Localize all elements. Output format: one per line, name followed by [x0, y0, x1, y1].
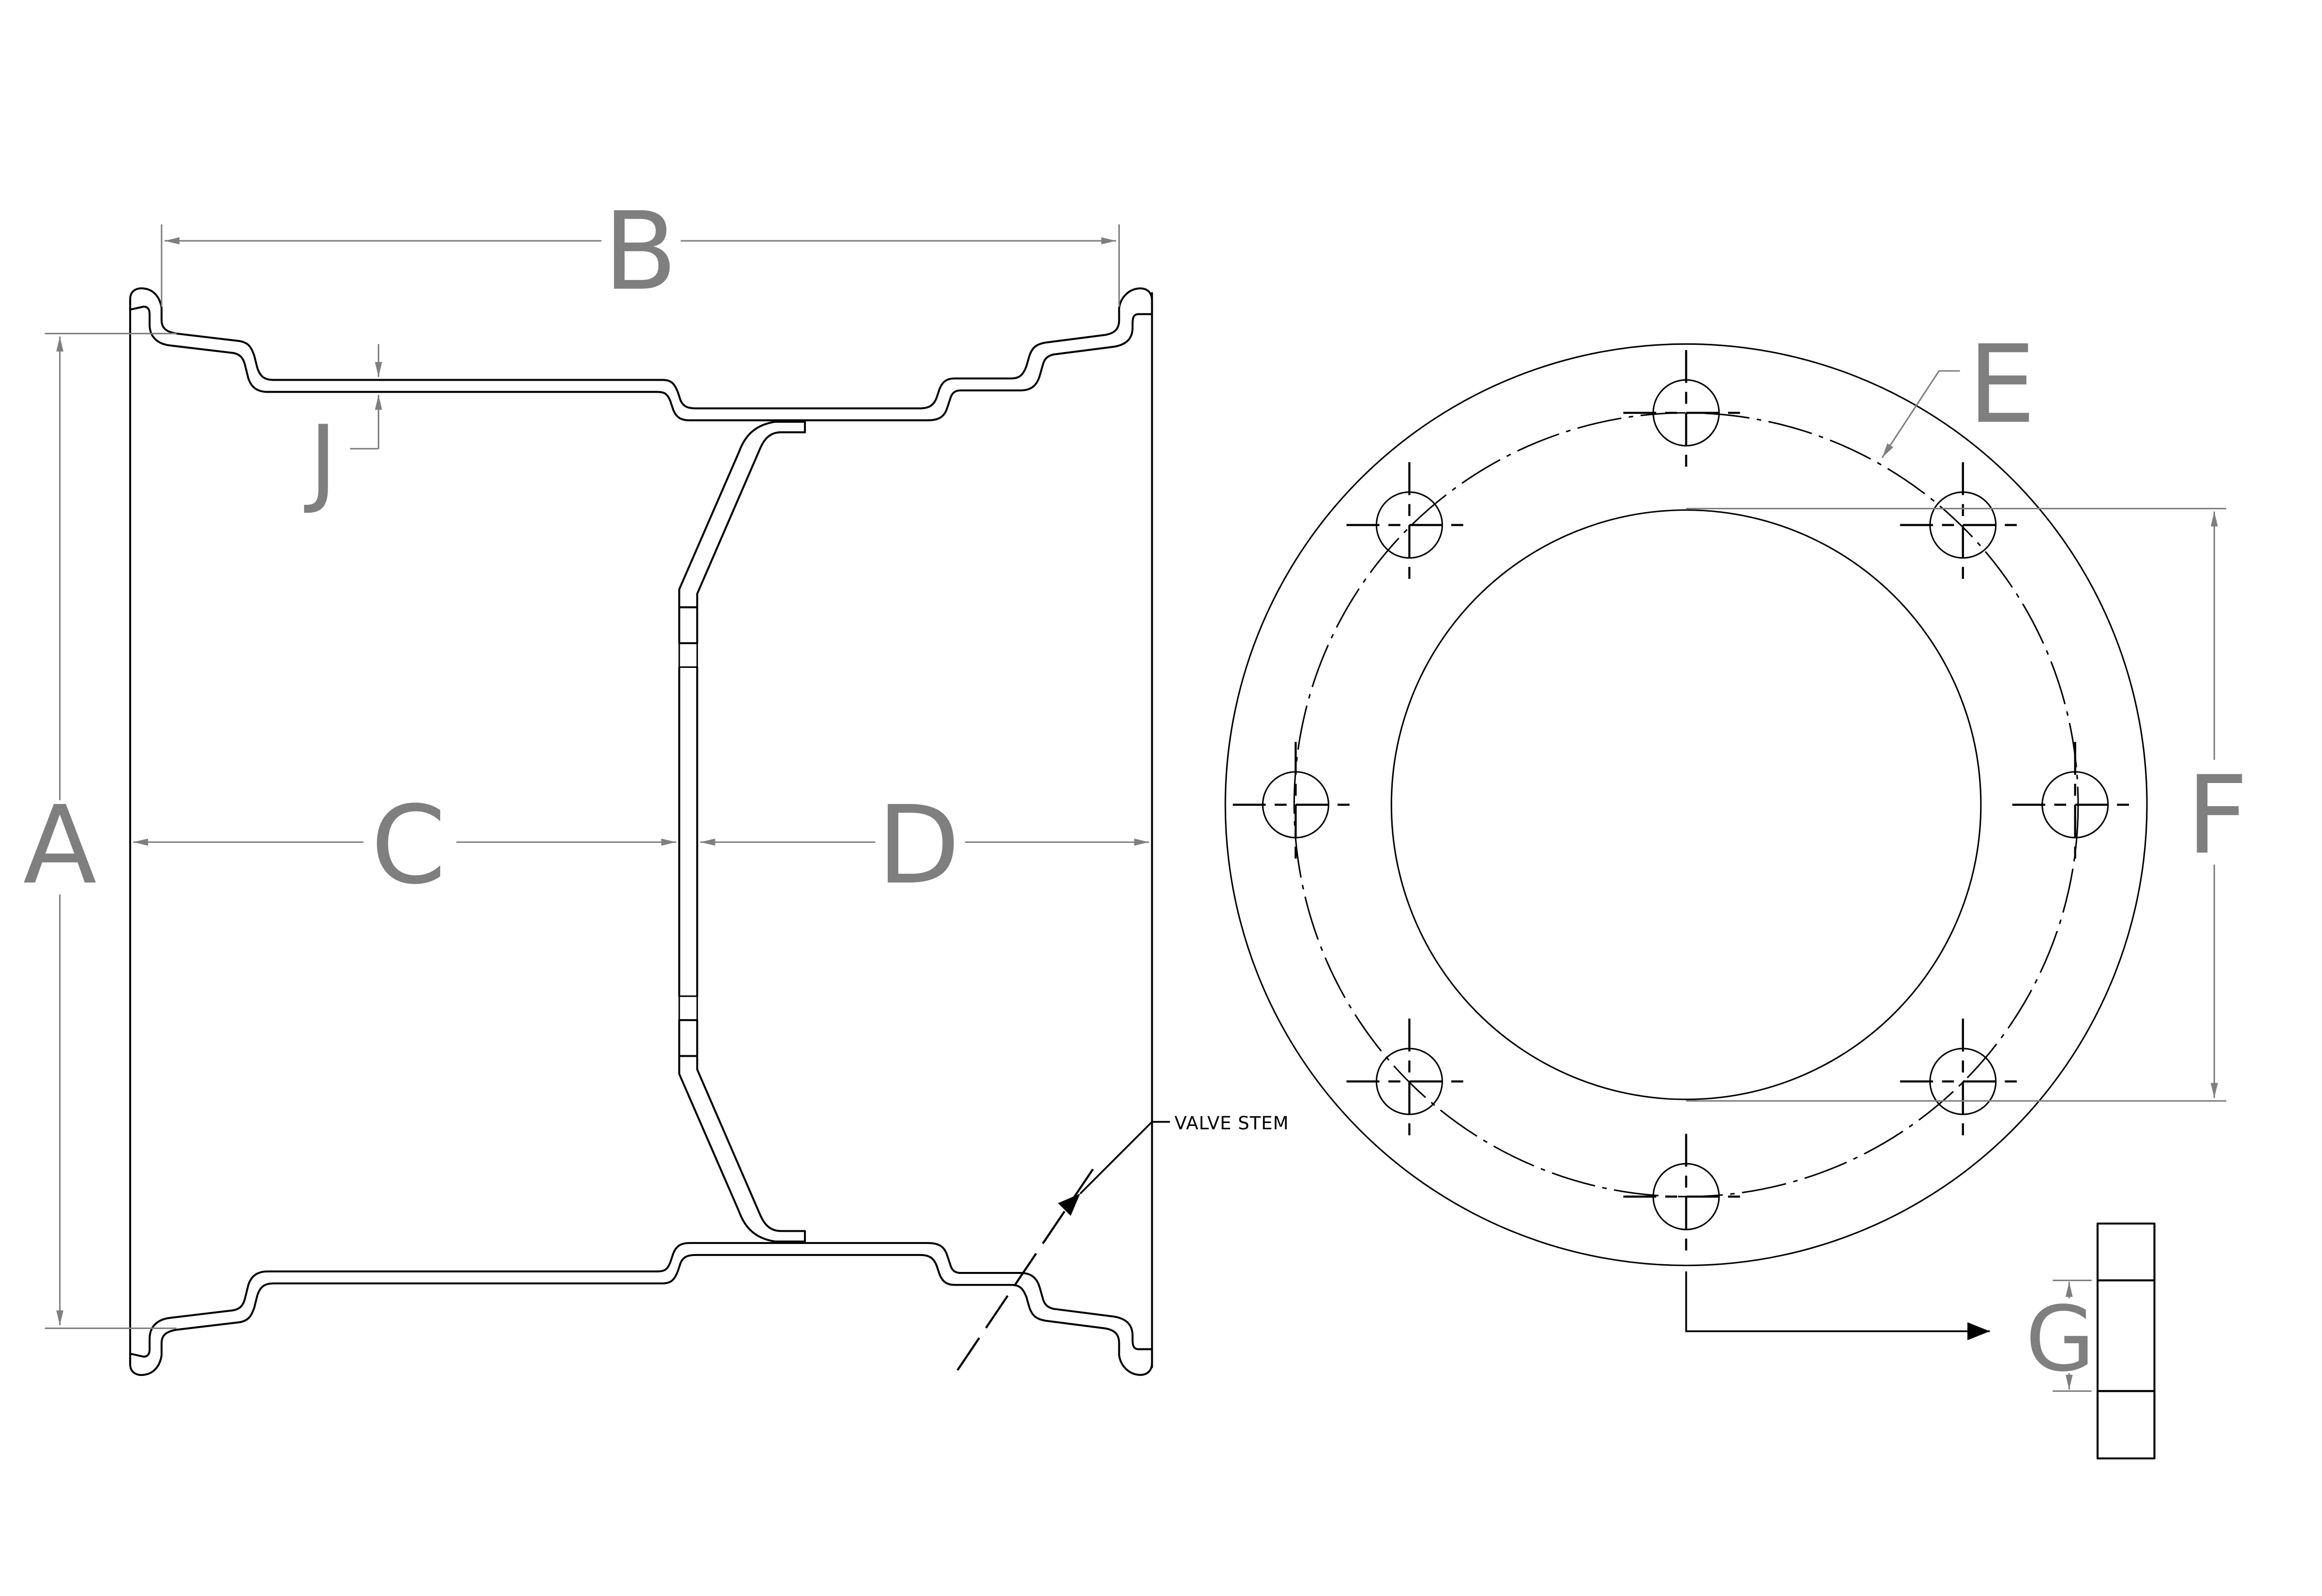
valve-stem-callout: VALVE STEM [956, 1113, 1289, 1371]
valve-stem-axis [956, 1158, 1101, 1371]
disc-front-view: E F [1224, 322, 2248, 1341]
valve-stem-label: VALVE STEM [1175, 1113, 1289, 1134]
dimension-label-d: D [877, 783, 960, 908]
dimension-label-e: E [1968, 322, 2036, 447]
disc-outer-circle [1224, 343, 2148, 1267]
dimension-label-a: A [23, 783, 97, 908]
dimension-a: A [23, 333, 177, 1329]
rim-bottom-profile [129, 1242, 1153, 1376]
bolt-hole-5 [1623, 1134, 1749, 1260]
section-arrow [1685, 1271, 1990, 1341]
bolt-hole-3 [2012, 742, 2138, 868]
dimension-j: J [304, 344, 382, 517]
bolt-hole-4 [1900, 1019, 2026, 1144]
dimension-b: B [161, 189, 1120, 314]
center-bore-circle [1390, 509, 1982, 1100]
bolt-circle [1293, 412, 2079, 1197]
bolt-hole-8 [1346, 462, 1473, 588]
bolt-hole-6 [1346, 1019, 1473, 1144]
dimension-label-b: B [603, 189, 677, 314]
dimension-d: D [700, 783, 1149, 908]
bolt-hole-2 [1900, 462, 2026, 588]
dimension-c: C [133, 783, 676, 908]
bolt-hole-1 [1623, 350, 1749, 476]
rim-side-view: VALVE STEM A B J C [23, 189, 1289, 1376]
dimension-e: E [1881, 322, 2036, 458]
dimension-label-f: F [2186, 753, 2248, 878]
bolt-holes [1233, 350, 2138, 1260]
bolt-hole-7 [1233, 742, 1359, 868]
bolt-hole-section-detail: G [2025, 1222, 2156, 1460]
dimension-label-g: G [2025, 1287, 2095, 1391]
center-disc [678, 421, 806, 1243]
dimension-label-c: C [371, 783, 446, 908]
dimension-label-j: J [304, 405, 337, 517]
dimension-f: F [1686, 508, 2248, 1102]
rim-top-profile [129, 287, 1153, 422]
